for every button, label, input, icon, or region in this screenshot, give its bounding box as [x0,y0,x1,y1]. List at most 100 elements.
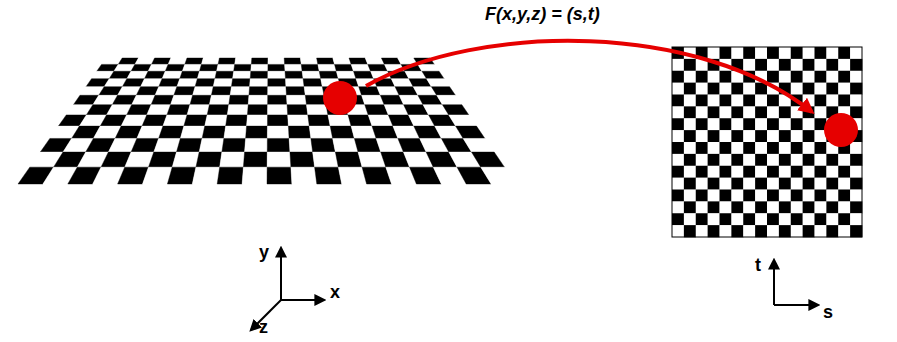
checker-cell [290,152,315,167]
texture-cell [672,190,684,202]
checker-cell [209,95,230,104]
checker-cell [251,64,268,71]
checker-cell [233,71,251,78]
texture-cell [838,83,850,95]
texture-cell [708,106,720,118]
texture-cell [838,213,850,225]
texture-cell [684,59,696,71]
texture-cell [720,83,732,95]
texture-cell [731,118,743,130]
checker-cell [141,79,163,87]
texture-cell [767,225,779,237]
texture-cell [826,71,838,83]
texture-cell [696,71,708,83]
checker-cell [180,71,200,78]
texture-cell [672,201,684,213]
checker-cell [245,138,268,152]
axis-label: z [259,318,268,338]
texture-cell [743,166,755,178]
texture-cell [838,166,850,178]
texture-cell [672,83,684,95]
texture-cell [743,178,755,190]
texture-cell [743,106,755,118]
texture-cell [672,154,684,166]
checker-cell [176,138,202,152]
checker-cell [249,87,268,96]
texture-cell [743,201,755,213]
texture-cell [708,118,720,130]
checker-cell [199,64,218,71]
checker-cell [471,152,504,167]
texture-cell [779,225,791,237]
checker-cell [315,167,342,184]
checker-cell [351,126,376,138]
checker-cell [311,138,335,152]
checker-cell [142,115,167,126]
texture-cell [720,71,732,83]
texture-cell [850,142,862,154]
checker-cell [159,79,180,87]
texture-cell [767,213,779,225]
checker-cell [288,126,311,138]
texture-cell [767,166,779,178]
checker-cell [313,152,339,167]
texture-cell [708,154,720,166]
checker-cell [285,79,304,87]
checker-cell [268,79,286,87]
texture-cell [791,190,803,202]
checker-cell [230,87,249,96]
texture-cell [731,47,743,59]
texture-cell [672,166,684,178]
checker-cell [144,71,165,78]
checker-cell [165,64,185,71]
texture-cell [743,83,755,95]
checker-cell [185,58,203,64]
texture-cell [743,95,755,107]
texture-cell [803,47,815,59]
texture-cell [708,225,720,237]
checkerboard-plane [18,58,516,184]
texture-cell [838,59,850,71]
texture-cell [720,47,732,59]
texture-cell [779,190,791,202]
texture-cell [779,166,791,178]
texture-cell [755,225,767,237]
texture-cell [767,142,779,154]
texture-cell [767,178,779,190]
texture-cell [803,213,815,225]
checker-cell [304,87,324,96]
checker-cell [167,105,190,115]
checker-cell [268,105,288,115]
mapping-function: F(x,y,z) = (s,t) [482,5,603,25]
texture-cell [708,130,720,142]
texture-cell [803,83,815,95]
checker-cell [318,64,336,71]
checker-cell [335,64,354,71]
checker-cell [196,152,222,167]
texture-cell [826,225,838,237]
texture-cell [708,178,720,190]
texture-cell [720,118,732,130]
checker-cell [136,87,158,96]
texture-cell [696,83,708,95]
texture-cell [731,190,743,202]
texture-cell [779,154,791,166]
texture-cell [731,95,743,107]
checker-cell [333,138,358,152]
texture-cell [743,47,755,59]
checker-cell [148,64,168,71]
texture-cell [850,59,862,71]
checker-cell [286,95,306,104]
texture-cell [743,59,755,71]
checker-cell [226,115,248,126]
checker-cell [147,105,171,115]
texture-cell [720,130,732,142]
texture-cell [850,106,862,118]
texture-cell [779,178,791,190]
checker-cell [180,126,204,138]
texture-cell [850,154,862,166]
texture-cell [826,154,838,166]
texture-cell [838,201,850,213]
checker-cell [336,71,356,78]
texture-cell [815,190,827,202]
